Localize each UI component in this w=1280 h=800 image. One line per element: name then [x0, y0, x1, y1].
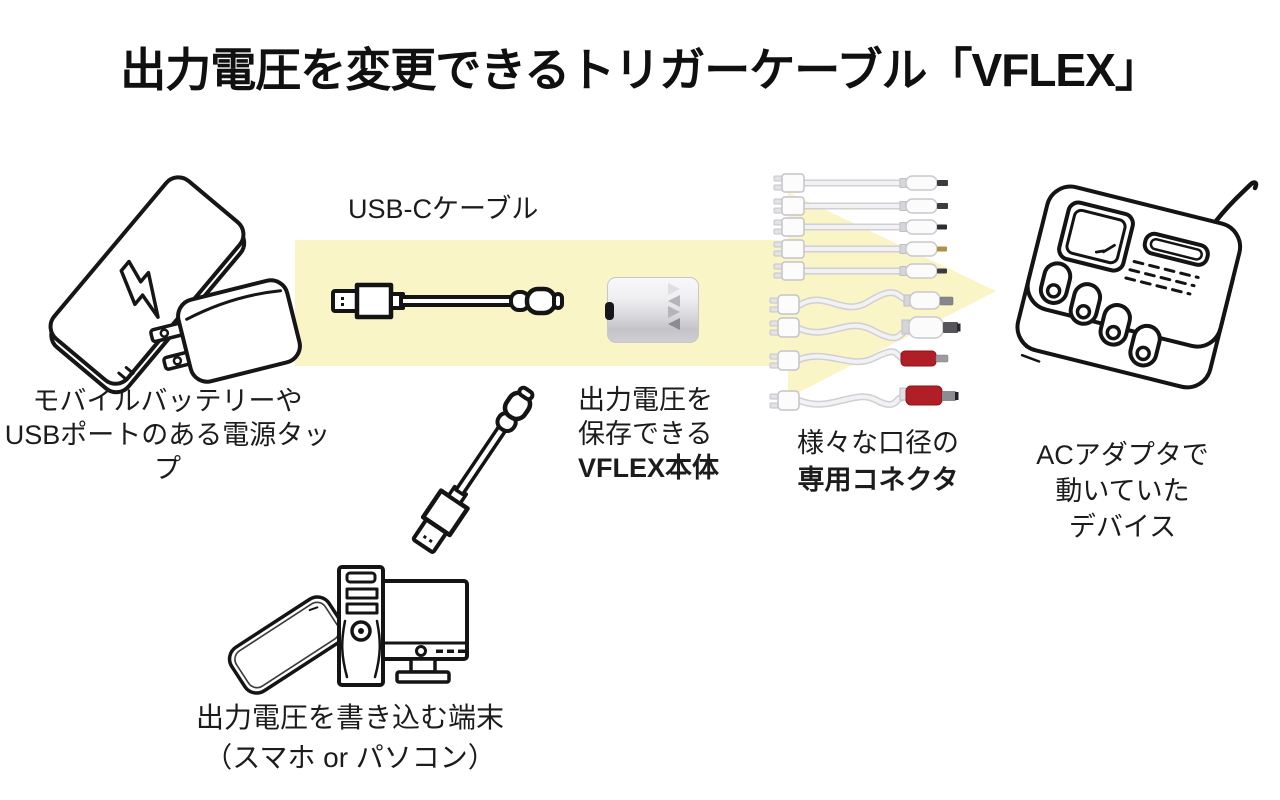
source-label-line1: モバイルバッテリーや: [32, 386, 303, 416]
smartphone-icon: [227, 595, 347, 695]
writer-label-line2: （スマホ or パソコン）: [204, 742, 496, 773]
straight-connector-row: [773, 173, 948, 281]
pc-tower-icon: [337, 565, 385, 687]
writer-label-line1: 出力電圧を書き込む端末: [195, 702, 504, 733]
red-connector-row: [769, 348, 959, 411]
connectors-label-line2: 専用コネクタ: [797, 465, 959, 495]
target-label: ACアダプタで 動いていた デバイス: [1020, 437, 1225, 545]
ac-powered-device-icon: [1015, 180, 1259, 390]
vflex-unit: [605, 277, 699, 343]
vflex-logo-triangles: [668, 283, 680, 330]
writer-label: 出力電圧を書き込む端末 （スマホ or パソコン）: [175, 698, 525, 778]
power-bank-and-usb-charger-icon: [48, 175, 302, 395]
target-label-line1: ACアダプタで: [1036, 440, 1209, 470]
usb-c-cable-icon: [331, 282, 564, 320]
target-label-line2: 動いていた: [1055, 476, 1190, 506]
vflex-label-line1: 出力電圧を: [578, 385, 713, 415]
vflex-usb-port: [605, 302, 614, 320]
vflex-label-line3: VFLEX本体: [578, 453, 720, 483]
vflex-label-line2: 保存できる: [578, 419, 713, 449]
smartphone-and-pc-icon: [227, 565, 469, 695]
connectors-label-line1: 様々な口径の: [797, 428, 959, 458]
dc-connector-set-icon: [769, 173, 961, 411]
page-title: 出力電圧を変更できるトリガーケーブル「VFLEX」: [120, 44, 1161, 96]
target-label-line3: デバイス: [1068, 512, 1177, 542]
source-label: モバイルバッテリーや USBポートのある電源タップ: [0, 384, 335, 486]
connectors-label: 様々な口径の 専用コネクタ: [768, 425, 988, 499]
usb-c-cable-label: USB-Cケーブル: [348, 194, 539, 224]
monitor-icon: [375, 579, 469, 684]
source-label-line2: USBポートのある電源タップ: [4, 420, 331, 484]
vflex-label: 出力電圧を 保存できる VFLEX本体: [578, 383, 719, 485]
usb-a-to-c-cable-icon: [411, 385, 535, 554]
curved-connector-row: [769, 289, 961, 342]
